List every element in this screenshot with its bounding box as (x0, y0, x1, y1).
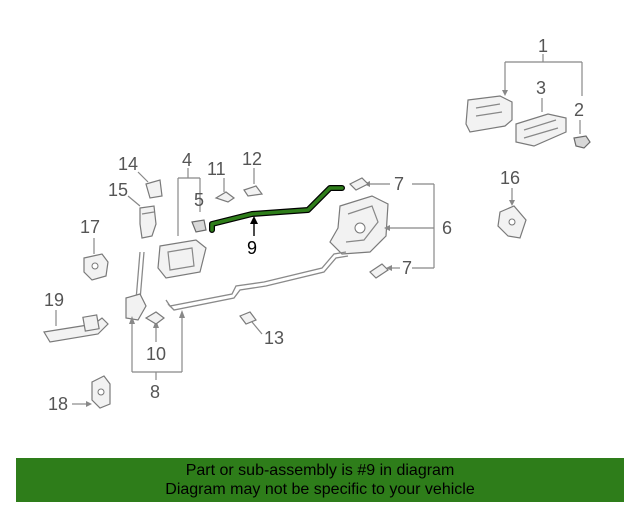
callout-19[interactable]: 19 (44, 290, 64, 310)
screw-part[interactable] (573, 135, 591, 149)
rod-bellcrank-part[interactable] (125, 293, 147, 321)
callout-8[interactable]: 8 (150, 382, 160, 402)
clip-part-10[interactable] (144, 311, 165, 325)
callout-9[interactable]: 9 (247, 238, 257, 258)
callout-6[interactable]: 6 (442, 218, 452, 238)
banner-line-2: Diagram may not be specific to your vehi… (165, 481, 475, 498)
door-check-part-19[interactable] (43, 314, 109, 343)
callout-17[interactable]: 17 (80, 217, 100, 237)
callout-1[interactable]: 1 (538, 36, 548, 56)
banner-line-1: Part or sub-assembly is #9 in diagram (185, 462, 455, 479)
callout-2[interactable]: 2 (574, 100, 584, 120)
bushing-part-15[interactable] (139, 205, 157, 239)
highlighted-rod-part-9[interactable] (209, 185, 345, 233)
clip-part-7b[interactable] (369, 263, 389, 279)
clip-part-14[interactable] (145, 179, 163, 199)
callout-10[interactable]: 10 (146, 344, 166, 364)
striker-part-17[interactable] (83, 253, 109, 281)
clip-part-11[interactable] (214, 191, 236, 203)
callout-12[interactable]: 12 (242, 149, 262, 169)
clip-part-12[interactable] (243, 185, 264, 197)
callout-13[interactable]: 13 (264, 328, 284, 348)
lock-rods[interactable] (135, 251, 349, 311)
outside-handle-part[interactable] (465, 95, 513, 133)
callout-7a[interactable]: 7 (394, 174, 404, 194)
door-lock-assembly-part-6[interactable] (329, 195, 389, 255)
callout-11[interactable]: 11 (207, 159, 226, 179)
callout-3[interactable]: 3 (536, 78, 546, 98)
callout-group-1: 1 (502, 36, 583, 96)
clip-part-7a[interactable] (348, 177, 370, 191)
callout-5[interactable]: 5 (194, 190, 204, 210)
handle-cover-part[interactable] (515, 113, 567, 147)
callout-4[interactable]: 4 (182, 150, 192, 170)
clip-part-13[interactable] (239, 311, 257, 325)
callout-14[interactable]: 14 (118, 154, 138, 174)
inside-handle-part[interactable] (157, 239, 207, 279)
callout-18[interactable]: 18 (48, 394, 68, 414)
callout-7b[interactable]: 7 (402, 258, 412, 278)
clip-part-5[interactable] (191, 219, 207, 233)
parts-diagram: 1 3 2 14 15 17 19 18 (43, 36, 591, 414)
hinge-part-18[interactable] (91, 375, 111, 409)
info-banner: Part or sub-assembly is #9 in diagram Di… (16, 458, 624, 502)
callout-15[interactable]: 15 (108, 180, 128, 200)
bracket-part-16[interactable] (497, 205, 527, 239)
callout-16[interactable]: 16 (500, 168, 520, 188)
